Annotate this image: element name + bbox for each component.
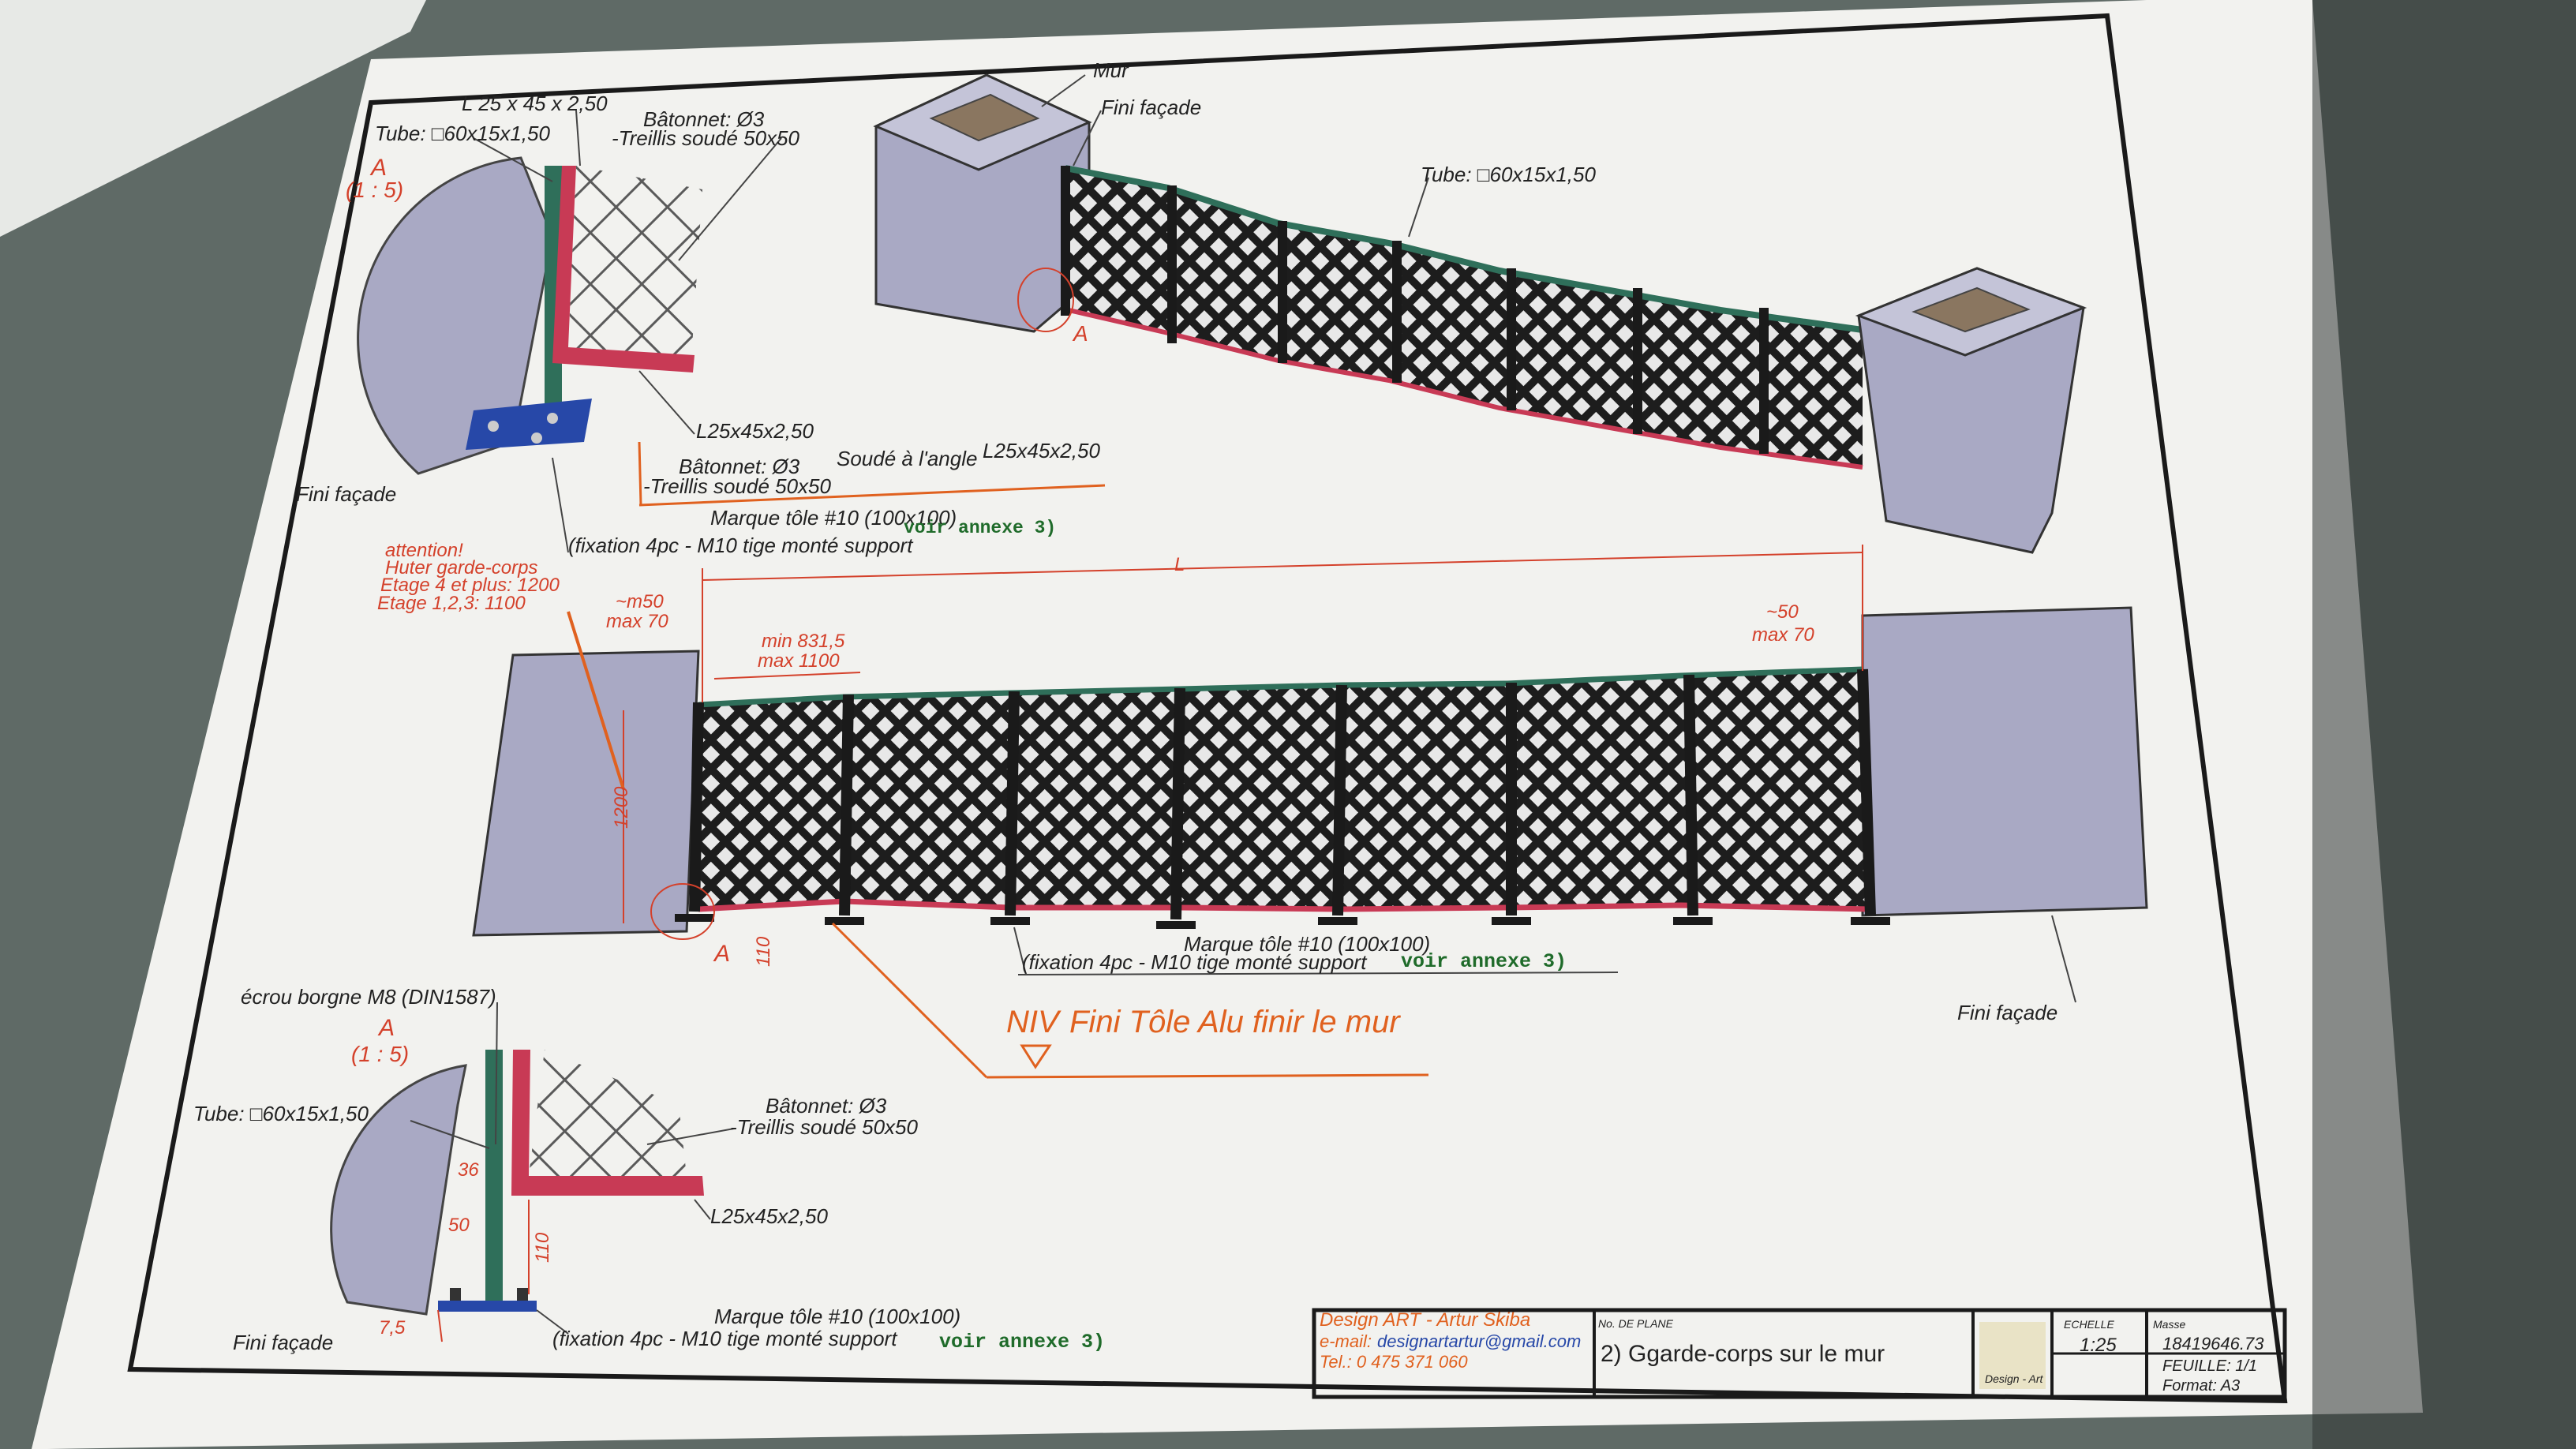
detail-top-l-profile-top: L 25 x 45 x 2,50: [462, 92, 608, 115]
dim-36: 36: [458, 1159, 479, 1181]
detail-top-baton-2: -Treillis soudé 50x50: [612, 126, 800, 150]
company-name: Design ART - Artur Skiba: [1320, 1309, 1530, 1331]
length-label: L: [1174, 554, 1185, 575]
gap-left-1: ~m50: [616, 591, 664, 612]
elevation-facade: Fini façade: [1957, 1001, 2057, 1024]
elevation-fixation: (fixation 4pc - M10 tige monté support: [1022, 950, 1368, 974]
base-plate: [466, 399, 592, 450]
iso-marker: A: [1072, 321, 1088, 346]
detail-bottom-fixation: (fixation 4pc - M10 tige monté support: [552, 1327, 898, 1350]
email-label: e-mail:: [1320, 1331, 1372, 1351]
dim-110: 110: [532, 1232, 553, 1263]
detail-top-fixation: (fixation 4pc - M10 tige monté support: [568, 534, 914, 557]
detail-top-plate: Marque tôle #10 (100x100): [710, 506, 957, 530]
paper-behind: [0, 0, 426, 237]
gap-right-1: ~50: [1766, 601, 1799, 623]
detail-a-bottom: [330, 1002, 735, 1342]
detail-bottom-facade: Fini façade: [233, 1331, 333, 1354]
detail-top-weld-profile: L25x45x2,50: [983, 439, 1100, 462]
l-profile: [552, 166, 695, 373]
l-profile-bottom: [511, 1050, 704, 1196]
elevation-annex: voir annexe 3): [1401, 950, 1567, 973]
iso-wall-label: Mur: [1093, 58, 1129, 82]
gap-left-2: max 70: [606, 611, 668, 632]
detail-top-weld: Soudé à l'angle: [837, 447, 977, 470]
detail-bottom-baton-2: -Treillis soudé 50x50: [730, 1115, 919, 1139]
tel-value: Tel.: 0 475 371 060: [1320, 1352, 1468, 1372]
sheet-value: FEUILLE: 1/1: [2162, 1357, 2257, 1375]
gap-right-2: max 70: [1752, 624, 1814, 646]
dim-7-5: 7,5: [379, 1317, 406, 1339]
title-block: [1312, 1308, 2287, 1399]
attention-4: Etage 1,2,3: 1100: [377, 593, 526, 614]
detail-top-facade: Fini façade: [296, 482, 396, 506]
detail-bottom-tube: Tube: □60x15x1,50: [193, 1102, 369, 1125]
detail-top-baton2-2: -Treillis soudé 50x50: [643, 474, 832, 498]
tube-post-bottom: [485, 1050, 503, 1306]
detail-top-baton2-1: Bâtonnet: Ø3: [679, 455, 800, 478]
elevation-wall-right: [1861, 606, 2148, 917]
iso-facade-label: Fini façade: [1101, 95, 1201, 119]
mass-value: 18419646.73: [2162, 1334, 2264, 1354]
detail-a-top: [357, 110, 1106, 553]
detail-bottom-l-profile: L25x45x2,50: [710, 1204, 828, 1228]
wall-section: [357, 156, 554, 475]
detail-top-marker: A: [369, 155, 387, 181]
iso-mesh: [1065, 170, 1863, 466]
detail-top-scale: (1 : 5): [346, 178, 403, 202]
elevation-plate: Marque tôle #10 (100x100): [1184, 932, 1430, 956]
attention-1: attention!: [385, 540, 463, 561]
detail-top-baton-1: Bâtonnet: Ø3: [643, 107, 765, 131]
scale-value: 1:25: [2080, 1335, 2117, 1356]
niv-label: NIV: [1006, 1005, 1061, 1039]
iso-tube-label: Tube: □60x15x1,50: [1421, 163, 1596, 186]
niv-note: Fini Tôle Alu finir le mur: [1069, 1005, 1401, 1039]
email-value: designartartur@gmail.com: [1377, 1331, 1581, 1351]
mesh-detail: [568, 166, 702, 371]
detail-top-tube: Tube: □60x15x1,50: [375, 122, 550, 145]
company-logo: [1979, 1322, 2046, 1389]
iso-railing: [873, 73, 2087, 554]
desk-shadow-right: [2312, 0, 2576, 1449]
logo-text: Design - Art: [1985, 1372, 2044, 1385]
height-label: 1200: [611, 786, 632, 829]
plan-no-label: No. DE PLANE: [1598, 1317, 1674, 1330]
attention-2: Huter garde-corps: [385, 557, 537, 578]
drawing-frame: [127, 13, 2288, 1404]
panel-width-1: min 831,5: [762, 631, 845, 652]
detail-bottom-scale: (1 : 5): [351, 1042, 409, 1066]
bottom-gap-label: 110: [753, 936, 774, 967]
plan-title: 2) Ggarde-corps sur le mur: [1601, 1341, 1885, 1367]
format-value: Format: A3: [2162, 1377, 2240, 1395]
detail-top-l-profile: L25x45x2,50: [696, 419, 814, 443]
elevation-railing: [472, 545, 2148, 1079]
dim-50: 50: [448, 1215, 470, 1236]
detail-bottom-annex: voir annexe 3): [939, 1331, 1105, 1354]
base-plate-bottom: [438, 1301, 537, 1312]
elevation-wall-left: [472, 650, 700, 937]
elevation-marker: A: [713, 941, 730, 967]
mass-label: Masse: [2153, 1318, 2185, 1331]
detail-bottom-baton-1: Bâtonnet: Ø3: [766, 1094, 887, 1118]
elevation-mesh: [698, 671, 1870, 908]
panel-width-2: max 1100: [758, 650, 840, 672]
scale-label: ECHELLE: [2064, 1318, 2114, 1331]
detail-bottom-marker: A: [377, 1015, 395, 1041]
detail-bottom-nut: écrou borgne M8 (DIN1587): [241, 985, 496, 1009]
attention-3: Etage 4 et plus: 1200: [380, 575, 560, 596]
detail-bottom-plate: Marque tôle #10 (100x100): [714, 1305, 960, 1328]
detail-top-annex: voir annexe 3): [904, 518, 1056, 538]
